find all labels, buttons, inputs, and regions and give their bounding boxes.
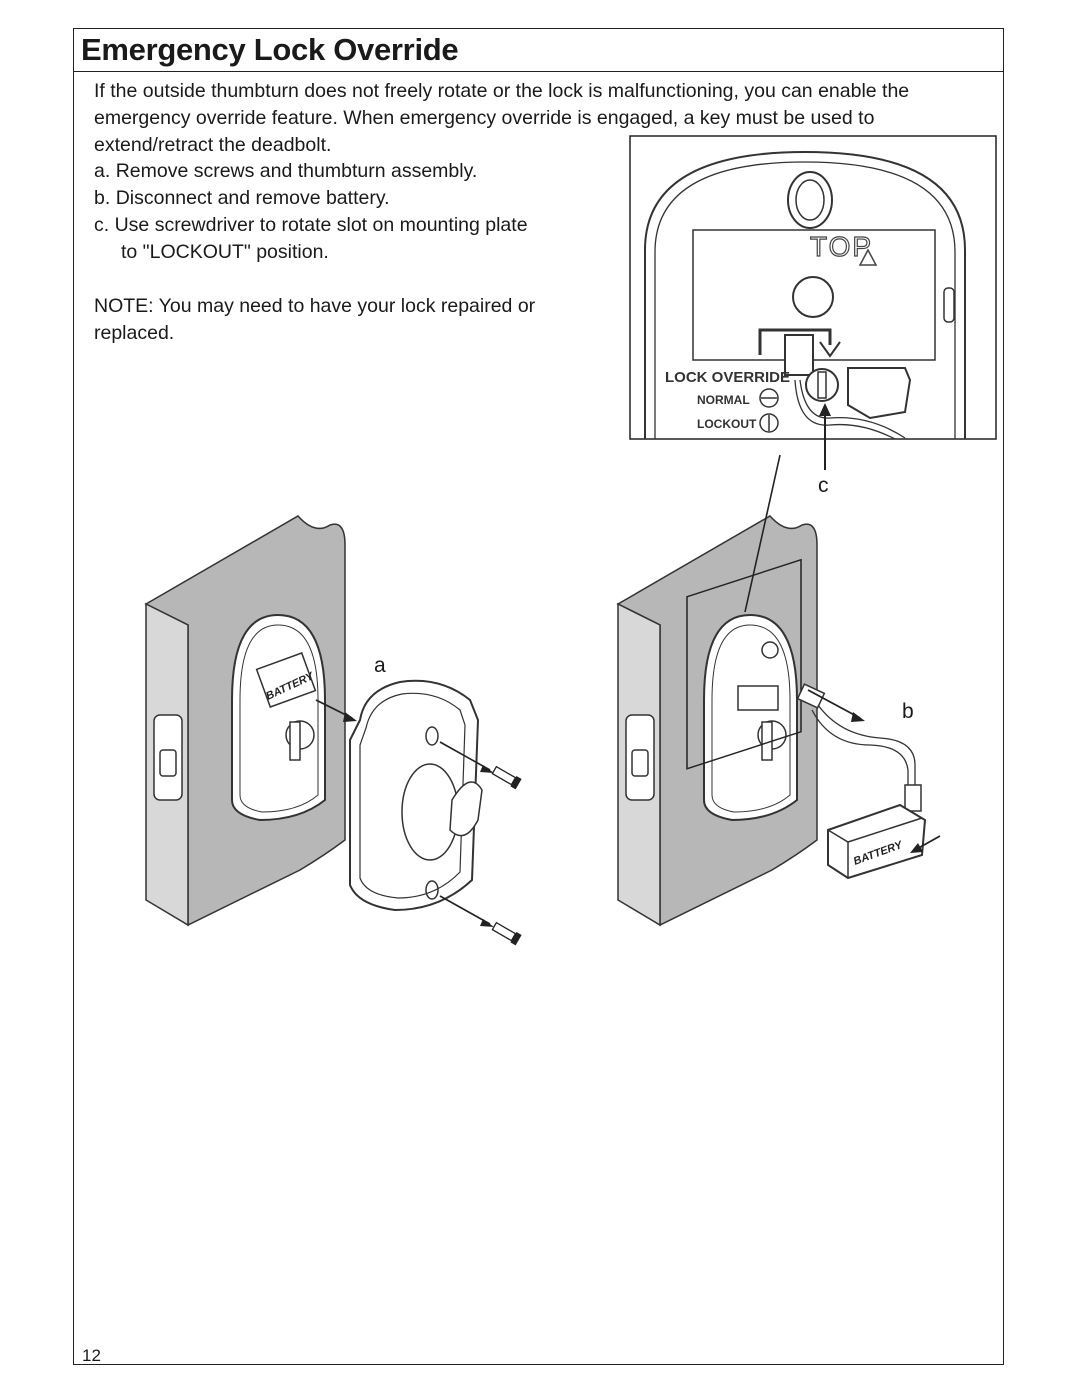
lock-override-label: LOCK OVERRIDE [665,369,790,386]
step-a: a. Remove screws and thumbturn assembly. [94,160,478,182]
door-right: BATTERY [616,454,941,927]
thumbturn-cover [349,679,522,946]
step-c: c. Use screwdriver to rotate slot on mou… [94,214,528,263]
page-number: 12 [82,1346,101,1365]
normal-label: NORMAL [697,393,750,407]
page-title: Emergency Lock Override [81,32,459,67]
note-text: NOTE: You may need to have your lock rep… [94,295,536,344]
intro-paragraph: If the outside thumbturn does not freely… [94,80,910,156]
steps-list: a. Remove screws and thumbturn assembly.… [94,158,614,266]
lock-override-detail: TOP LOCK OVERRIDE NORMAL LOCKOUT [629,135,997,470]
top-label: TOP [810,231,873,262]
callout-a: a [374,654,386,677]
callout-c: c [818,474,829,497]
door-left: BATTERY [144,515,357,927]
step-b: b. Disconnect and remove battery. [94,187,390,209]
title-bar: Emergency Lock Override [73,28,1004,72]
page-frame [73,28,1004,1365]
lockout-label: LOCKOUT [697,417,757,431]
callout-b: b [902,700,914,723]
